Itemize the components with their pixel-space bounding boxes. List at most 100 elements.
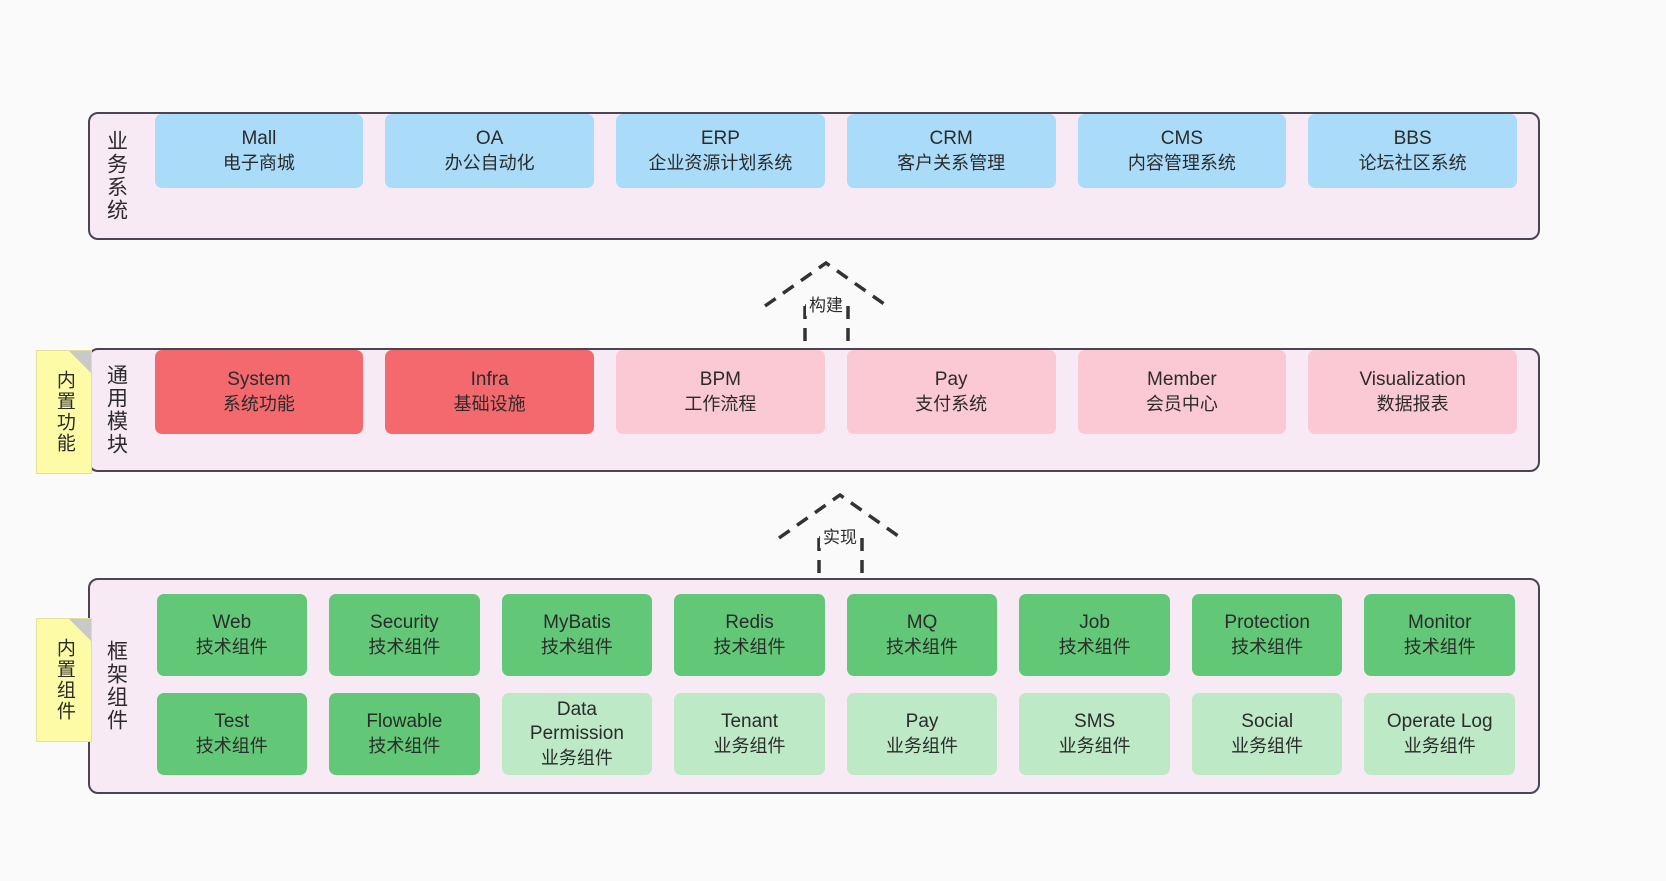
node-mybatis[interactable]: MyBatis 技术组件 <box>501 594 653 676</box>
node-oa[interactable]: OA 办公自动化 <box>385 114 595 188</box>
node-title: Social <box>1241 711 1294 733</box>
node-subtitle: 办公自动化 <box>444 152 535 173</box>
node-web[interactable]: Web 技术组件 <box>156 594 308 676</box>
node-protection[interactable]: Protection 技术组件 <box>1191 594 1343 676</box>
node-title: BPM <box>699 369 741 391</box>
node-title: Data Permission <box>529 699 624 745</box>
node-subtitle: 技术组件 <box>886 636 959 657</box>
node-title: SMS <box>1074 711 1116 733</box>
node-title: OA <box>475 128 504 150</box>
node-operate-log[interactable]: Operate Log 业务组件 <box>1364 693 1516 775</box>
node-subtitle: 客户关系管理 <box>897 152 1006 173</box>
node-pay-component[interactable]: Pay 业务组件 <box>846 693 998 775</box>
node-title: Test <box>214 711 250 733</box>
node-job[interactable]: Job 技术组件 <box>1019 594 1170 676</box>
node-title: Pay <box>934 369 968 391</box>
node-bpm[interactable]: BPM 工作流程 <box>616 350 825 434</box>
node-mall[interactable]: Mall 电子商城 <box>154 114 364 188</box>
node-subtitle: 技术组件 <box>368 735 441 756</box>
node-subtitle: 技术组件 <box>540 636 613 657</box>
layer-boxes-framework-components: Web 技术组件 Security 技术组件 MyBatis 技术组件 Redi… <box>134 580 1538 792</box>
node-subtitle: 内容管理系统 <box>1127 152 1236 173</box>
node-title: Member <box>1147 369 1217 391</box>
layer-title-framework-components: 框架组件 <box>104 640 128 732</box>
layer-common-modules[interactable]: 通用模块 System 系统功能 Infra 基础设施 BPM 工作流程 Pay… <box>88 348 1540 472</box>
connector-implement: 实现 <box>774 490 924 580</box>
node-system[interactable]: System 系统功能 <box>154 350 364 434</box>
framework-row-tech: Web 技术组件 Security 技术组件 MyBatis 技术组件 Redi… <box>146 594 1526 679</box>
node-subtitle: 技术组件 <box>1231 636 1304 657</box>
node-title: Job <box>1079 612 1110 634</box>
node-redis[interactable]: Redis 技术组件 <box>674 594 825 676</box>
layer-framework-components[interactable]: 框架组件 Web 技术组件 Security 技术组件 MyBatis 技术组件… <box>88 578 1540 794</box>
node-data-permission[interactable]: Data Permission 业务组件 <box>501 693 653 775</box>
node-subtitle: 技术组件 <box>713 636 786 657</box>
node-title: Mall <box>241 128 277 150</box>
node-mq[interactable]: MQ 技术组件 <box>846 594 998 676</box>
node-title: Protection <box>1224 612 1310 634</box>
node-title: Operate Log <box>1386 711 1493 733</box>
node-subtitle: 系统功能 <box>222 393 295 414</box>
node-subtitle: 业务组件 <box>713 735 786 756</box>
node-erp[interactable]: ERP 企业资源计划系统 <box>616 114 825 188</box>
node-title: CRM <box>929 128 973 150</box>
node-subtitle: 论坛社区系统 <box>1358 152 1467 173</box>
framework-row-business: Test 技术组件 Flowable 技术组件 Data Permission … <box>146 693 1526 778</box>
connector-build-label: 构建 <box>806 291 846 316</box>
node-member[interactable]: Member 会员中心 <box>1077 350 1287 434</box>
node-sms[interactable]: SMS 业务组件 <box>1019 693 1170 775</box>
note-builtin-components-label: 内置组件 <box>53 638 75 722</box>
node-title: ERP <box>700 128 740 150</box>
connector-build: 构建 <box>760 258 910 348</box>
node-subtitle: 电子商城 <box>222 152 295 173</box>
layer-business-systems[interactable]: 业务系统 Mall 电子商城 OA 办公自动化 ERP 企业资源计划系统 CRM… <box>88 112 1540 240</box>
node-subtitle: 数据报表 <box>1376 393 1449 414</box>
node-title: System <box>227 369 291 391</box>
node-title: Monitor <box>1408 612 1472 634</box>
node-subtitle: 企业资源计划系统 <box>648 152 793 173</box>
node-subtitle: 业务组件 <box>886 735 959 756</box>
layer-boxes-common-modules: System 系统功能 Infra 基础设施 BPM 工作流程 Pay 支付系统… <box>134 350 1538 470</box>
node-subtitle: 技术组件 <box>1058 636 1131 657</box>
node-title: Web <box>212 612 252 634</box>
node-subtitle: 技术组件 <box>195 636 268 657</box>
note-fold-icon <box>69 351 91 373</box>
node-subtitle: 技术组件 <box>195 735 268 756</box>
node-bbs[interactable]: BBS 论坛社区系统 <box>1308 114 1518 188</box>
node-security[interactable]: Security 技术组件 <box>329 594 480 676</box>
note-builtin-features-label: 内置功能 <box>53 370 75 454</box>
node-subtitle: 支付系统 <box>915 393 988 414</box>
node-tenant[interactable]: Tenant 业务组件 <box>674 693 825 775</box>
node-flowable[interactable]: Flowable 技术组件 <box>329 693 480 775</box>
node-title: MQ <box>906 612 938 634</box>
node-subtitle: 会员中心 <box>1145 393 1218 414</box>
node-title: Redis <box>725 612 774 634</box>
layer-boxes-business-systems: Mall 电子商城 OA 办公自动化 ERP 企业资源计划系统 CRM 客户关系… <box>134 114 1538 238</box>
node-crm[interactable]: CRM 客户关系管理 <box>846 114 1056 188</box>
node-infra[interactable]: Infra 基础设施 <box>385 350 595 434</box>
node-subtitle: 业务组件 <box>1058 735 1131 756</box>
node-cms[interactable]: CMS 内容管理系统 <box>1077 114 1287 188</box>
node-title: CMS <box>1160 128 1203 150</box>
node-subtitle: 技术组件 <box>368 636 441 657</box>
node-subtitle: 技术组件 <box>1403 636 1476 657</box>
node-title: Pay <box>905 711 939 733</box>
node-monitor[interactable]: Monitor 技术组件 <box>1364 594 1516 676</box>
node-subtitle: 基础设施 <box>453 393 526 414</box>
layer-title-business-systems: 业务系统 <box>104 130 128 222</box>
node-visualization[interactable]: Visualization 数据报表 <box>1308 350 1518 434</box>
node-subtitle: 业务组件 <box>1403 735 1476 756</box>
node-subtitle: 工作流程 <box>684 393 757 414</box>
note-builtin-features[interactable]: 内置功能 <box>36 350 92 474</box>
node-pay-module[interactable]: Pay 支付系统 <box>846 350 1056 434</box>
node-social[interactable]: Social 业务组件 <box>1191 693 1343 775</box>
node-title: Infra <box>470 369 509 391</box>
node-subtitle: 业务组件 <box>1231 735 1304 756</box>
layer-title-common-modules: 通用模块 <box>104 364 128 456</box>
node-title: MyBatis <box>543 612 611 634</box>
node-test[interactable]: Test 技术组件 <box>156 693 308 775</box>
note-builtin-components[interactable]: 内置组件 <box>36 618 92 742</box>
connector-implement-label: 实现 <box>820 523 860 548</box>
node-title: Tenant <box>720 711 778 733</box>
